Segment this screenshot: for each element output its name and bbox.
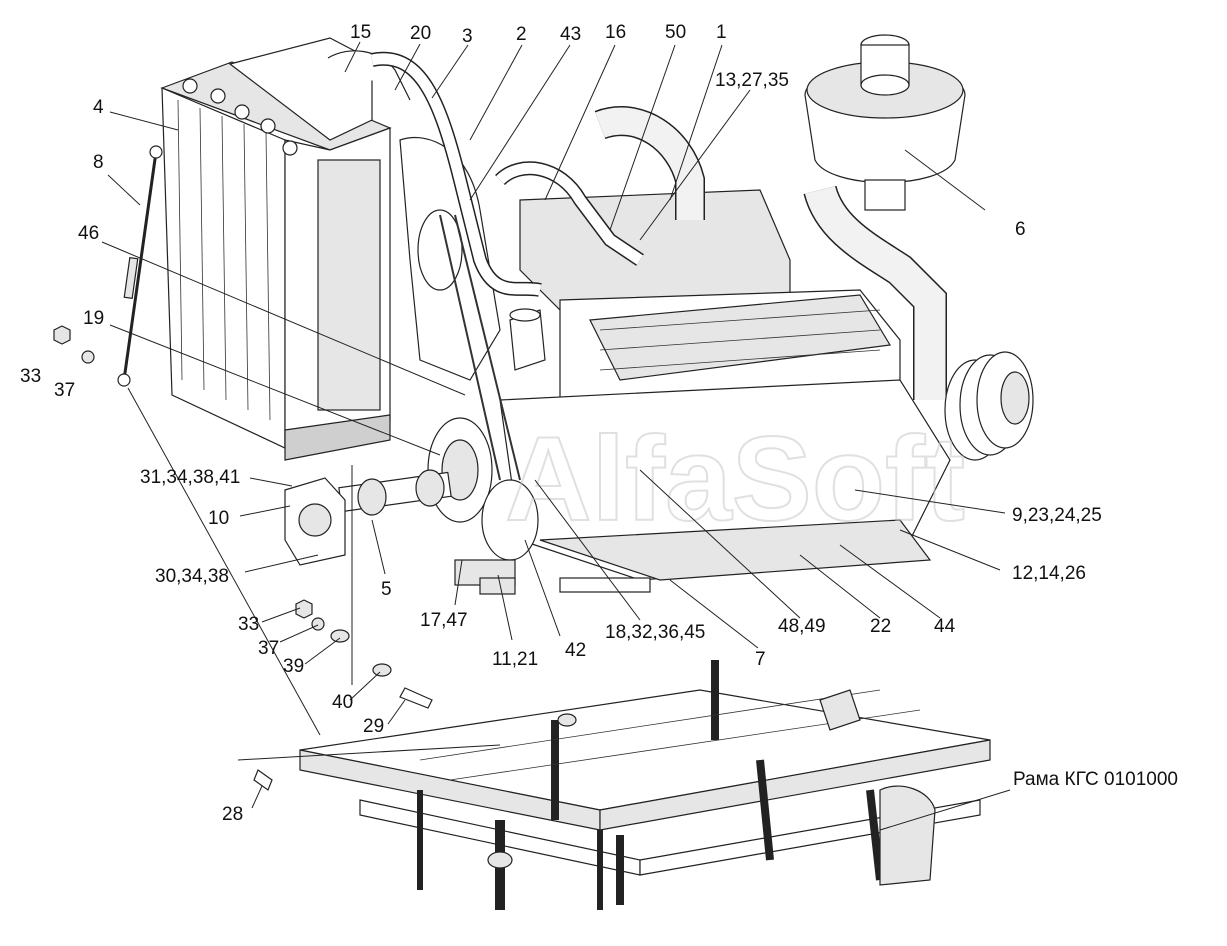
frame-label: Рама КГС 0101000	[1013, 769, 1178, 790]
callout-labels: 15 20 3 2 43 16 50 1 13,27,35 4 8 6 46 1…	[20, 22, 1178, 825]
callout-10: 10	[208, 508, 229, 529]
callout-33-bottom: 33	[238, 614, 259, 635]
callout-48-49: 48,49	[778, 616, 826, 637]
callout-37-bottom: 37	[258, 638, 279, 659]
leader-lines	[101, 41, 1011, 831]
callout-37-top: 37	[54, 380, 75, 401]
callout-6: 6	[1015, 219, 1026, 240]
callout-12-14-26: 12,14,26	[1012, 563, 1086, 584]
callout-5: 5	[381, 579, 392, 600]
callout-17-47: 17,47	[420, 610, 468, 631]
callout-9-23-24-25: 9,23,24,25	[1012, 505, 1102, 526]
callout-4: 4	[93, 97, 104, 118]
intake-hose	[944, 351, 1034, 461]
callout-7: 7	[755, 649, 766, 670]
callout-43: 43	[560, 24, 581, 45]
callout-18-32-36-45: 18,32,36,45	[605, 622, 705, 643]
callout-46: 46	[78, 223, 99, 244]
radiator	[160, 37, 411, 461]
callout-44: 44	[934, 616, 956, 637]
callout-29: 29	[363, 716, 384, 737]
flange	[284, 477, 346, 566]
callout-28: 28	[222, 804, 243, 825]
callout-42: 42	[565, 640, 586, 661]
callout-1: 1	[716, 22, 727, 43]
air-cleaner	[804, 34, 966, 211]
callout-31-34-38-41: 31,34,38,41	[140, 467, 240, 488]
callout-11-21: 11,21	[492, 649, 538, 670]
callout-19: 19	[83, 308, 104, 329]
callout-33-top: 33	[20, 366, 41, 387]
callout-22: 22	[870, 616, 891, 637]
callout-2: 2	[516, 24, 527, 45]
callout-40: 40	[332, 692, 353, 713]
callout-8: 8	[93, 152, 104, 173]
callout-15: 15	[350, 22, 371, 43]
callout-16: 16	[605, 22, 626, 43]
callout-30-34-38: 30,34,38	[155, 566, 229, 587]
callout-39: 39	[283, 656, 304, 677]
callout-50: 50	[665, 22, 686, 43]
watermark-text: AlfaSoft	[505, 412, 965, 546]
tie-rod	[117, 145, 163, 387]
callout-20: 20	[410, 23, 431, 44]
engine	[284, 51, 1034, 595]
frame	[299, 660, 991, 910]
drive-shaft	[338, 469, 452, 516]
callout-3: 3	[462, 26, 473, 47]
fasteners	[53, 325, 433, 791]
callout-13-27-35: 13,27,35	[715, 70, 789, 91]
